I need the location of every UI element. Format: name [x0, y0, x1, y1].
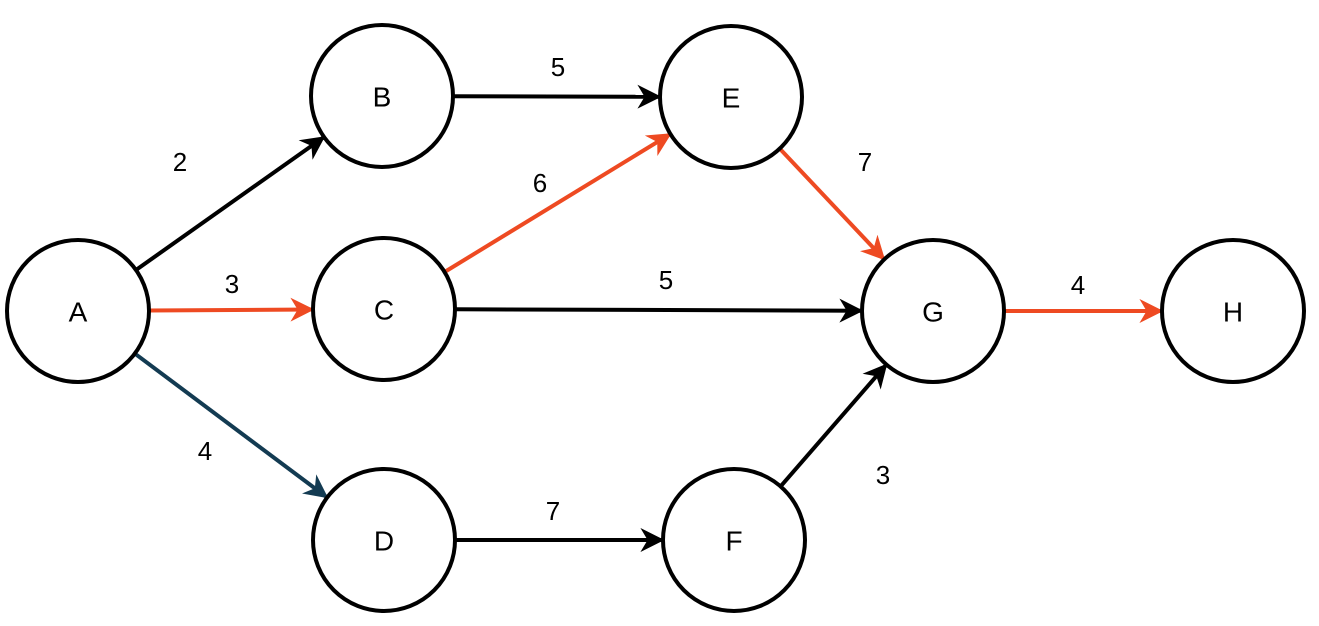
node-label: B [373, 82, 392, 113]
node-label: E [722, 83, 741, 114]
edge-a-d [133, 351, 329, 499]
edge-c-e [443, 132, 672, 274]
edge-weight-a-d: 4 [198, 436, 212, 466]
node-circle [311, 467, 457, 613]
node-h: H [1160, 238, 1306, 384]
edge-b-e [452, 84, 662, 109]
node-label: H [1223, 297, 1243, 328]
edge-weight-c-e: 6 [533, 168, 547, 198]
node-label: C [374, 295, 394, 326]
nodes-layer: A B C D E F G H [5, 23, 1306, 613]
node-circle [658, 24, 804, 170]
edge-weight-b-e: 5 [551, 52, 565, 82]
node-b: B [309, 23, 455, 169]
node-circle [311, 236, 457, 382]
node-circle [5, 238, 151, 384]
edge-weight-a-b: 2 [173, 147, 187, 177]
node-circle [1160, 238, 1306, 384]
node-c: C [311, 236, 457, 382]
node-d: D [311, 467, 457, 613]
node-circle [860, 238, 1006, 384]
node-circle [661, 467, 807, 613]
node-label: D [374, 526, 394, 557]
node-label: G [922, 297, 944, 328]
node-f: F [661, 467, 807, 613]
edge-f-g [779, 363, 888, 488]
node-label: F [725, 526, 742, 557]
node-a: A [5, 238, 151, 384]
edge-a-c [148, 297, 315, 322]
edge-a-b [134, 135, 326, 272]
edge-weight-g-h: 4 [1071, 270, 1085, 300]
edge-weight-a-c: 3 [225, 269, 239, 299]
edge-c-g [454, 298, 864, 323]
edge-weight-e-g: 7 [858, 147, 872, 177]
edge-e-g [778, 147, 886, 261]
edge-labels-layer: 2 3 4 5 6 5 7 7 3 4 [173, 52, 1085, 526]
edge-weight-f-g: 3 [876, 460, 890, 490]
node-circle [309, 23, 455, 169]
edges-layer [133, 84, 1164, 552]
node-e: E [658, 24, 804, 170]
node-g: G [860, 238, 1006, 384]
edge-weight-c-g: 5 [659, 265, 673, 295]
edge-weight-d-f: 7 [546, 496, 560, 526]
node-label: A [69, 297, 88, 328]
